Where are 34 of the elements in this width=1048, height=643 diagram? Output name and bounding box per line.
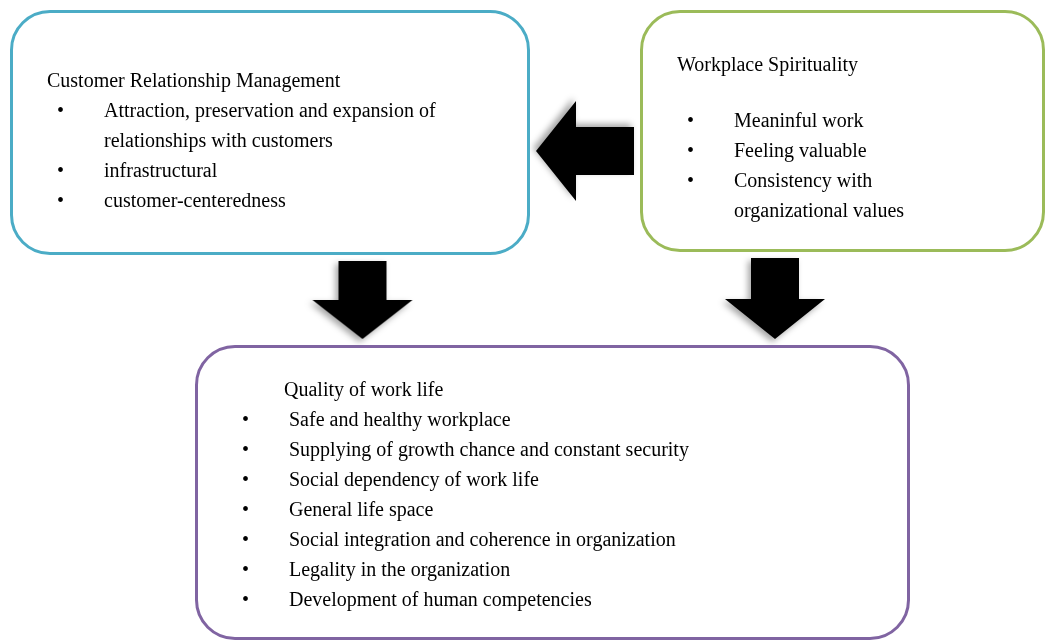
bullet-point: • — [56, 188, 65, 213]
rounded-box — [195, 345, 910, 640]
rounded-box — [10, 10, 530, 255]
list-item: Supplying of growth chance and constant security — [289, 437, 689, 463]
bullet-point: • — [56, 158, 65, 183]
bullet-point: • — [241, 587, 250, 612]
list-item: Social integration and coherence in organization — [289, 527, 676, 553]
list-item: Development of human competencies — [289, 587, 592, 613]
box-heading: Workplace Spirituality — [677, 52, 860, 78]
list-item: Safe and healthy workplace — [289, 407, 511, 433]
list-item: General life space — [289, 497, 434, 523]
list-item: customer-centeredness — [104, 188, 286, 213]
bullet-point: • — [241, 467, 250, 492]
rounded-box — [640, 10, 1045, 252]
box-heading: Customer Relationship Management — [47, 68, 342, 94]
bullet-point: • — [686, 138, 695, 163]
block-arrow — [725, 258, 825, 339]
bullet-point: • — [56, 98, 65, 123]
bullet-point: • — [241, 557, 250, 582]
bullet-point: • — [686, 108, 695, 133]
list-item: infrastructural — [104, 158, 218, 183]
block-arrow — [536, 101, 634, 201]
list-item: Meaninful work — [734, 108, 864, 133]
list-item: Consistency with organizational values — [734, 168, 906, 224]
list-item: Legality in the organization — [289, 557, 511, 583]
list-item: Feeling valuable — [734, 138, 867, 164]
bullet-point: • — [241, 497, 250, 522]
bullet-point: • — [241, 437, 250, 462]
bullet-point: • — [686, 168, 695, 193]
bullet-point: • — [241, 407, 250, 432]
list-item: Social dependency of work life — [289, 467, 539, 493]
bullet-point: • — [241, 527, 250, 552]
box-heading: Quality of work life — [283, 377, 445, 403]
block-arrow — [312, 261, 413, 339]
